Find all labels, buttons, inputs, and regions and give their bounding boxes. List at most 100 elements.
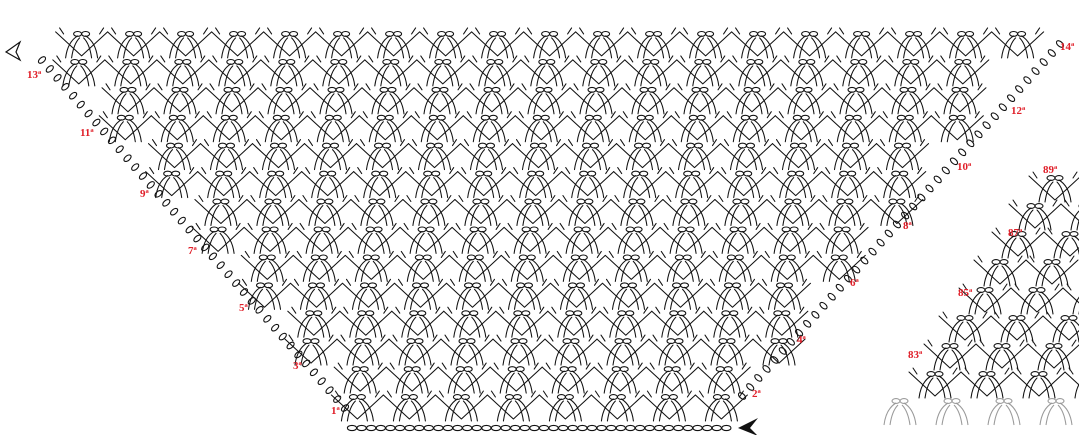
fan-motif — [773, 140, 825, 170]
fan-motif — [961, 368, 1013, 398]
fan-motif — [937, 56, 989, 86]
fan-motif — [99, 112, 151, 142]
fan-motif — [389, 335, 441, 365]
row-label-10: 10ª — [957, 161, 972, 173]
fan-motif — [721, 140, 773, 170]
row-label-7: 7ª — [188, 245, 198, 257]
fan-motif — [778, 84, 830, 114]
fan-motif — [551, 279, 603, 309]
fan-motif — [830, 84, 882, 114]
fan-motif — [770, 168, 822, 198]
start-arrow-icon — [738, 418, 758, 435]
fan-motif — [976, 340, 1028, 370]
chain-stitch — [616, 425, 625, 430]
fan-motif — [726, 84, 778, 114]
fan-motif — [573, 56, 625, 86]
fan-motif — [608, 223, 660, 253]
fan-motif — [556, 223, 608, 253]
fan-motif — [628, 28, 680, 58]
fan-motif — [646, 363, 698, 393]
fan-motif — [313, 56, 365, 86]
fan-motif — [463, 112, 515, 142]
fan-motif — [934, 84, 986, 114]
fan-motif — [759, 279, 811, 309]
fan-motif — [936, 399, 968, 425]
row-label-4: 4ª — [797, 334, 807, 346]
fan-motif — [698, 363, 750, 393]
fan-motif — [545, 335, 597, 365]
fan-motif — [472, 28, 524, 58]
chain-stitch — [482, 425, 491, 430]
fan-motif — [250, 168, 302, 198]
chain-stitch — [635, 425, 644, 430]
edge-chain — [908, 202, 918, 211]
chain-stitch — [597, 425, 606, 430]
edge-chain — [270, 323, 280, 332]
edge-chain — [317, 377, 327, 386]
fan-motif — [466, 84, 518, 114]
fan-motif — [712, 223, 764, 253]
fan-motif — [709, 251, 761, 281]
edge-chain — [332, 395, 342, 404]
chain-stitch — [559, 425, 568, 430]
fan-motif — [461, 140, 513, 170]
fan-motif — [827, 112, 879, 142]
fan-motif — [674, 84, 726, 114]
edge-chain — [990, 112, 1000, 121]
fan-motif — [643, 391, 695, 421]
row-label-85: 85ª — [958, 287, 973, 299]
fan-motif — [1011, 284, 1063, 314]
fan-motif — [420, 28, 472, 58]
fan-motif — [594, 363, 646, 393]
chain-stitch — [703, 425, 712, 430]
fan-motif — [565, 140, 617, 170]
fan-motif — [669, 140, 721, 170]
fan-motif — [663, 196, 715, 226]
fan-motif — [652, 307, 704, 337]
fan-motif — [614, 168, 666, 198]
edge-chain — [917, 193, 927, 202]
fan-motif — [1061, 200, 1079, 230]
fan-motif — [513, 140, 565, 170]
fan-motif — [567, 112, 619, 142]
edge-chain — [778, 346, 788, 355]
fan-motif — [767, 196, 819, 226]
edge-chain — [294, 350, 304, 359]
fan-motif — [781, 56, 833, 86]
edge-chain — [1047, 48, 1057, 57]
fan-motif — [206, 84, 258, 114]
fan-motif — [1029, 172, 1079, 202]
fan-motif — [649, 335, 701, 365]
fan-motif — [438, 363, 490, 393]
fan-motif — [732, 28, 784, 58]
chain-stitch — [357, 425, 366, 430]
fan-motif — [619, 112, 671, 142]
fan-motif — [988, 399, 1020, 425]
fan-motif — [655, 279, 707, 309]
fan-motif — [715, 196, 767, 226]
edge-chain — [868, 247, 878, 256]
fan-motif — [909, 368, 961, 398]
chain-stitch — [645, 425, 654, 430]
fan-motif — [469, 56, 521, 86]
fan-motif — [403, 196, 455, 226]
fan-motif — [617, 140, 669, 170]
fan-motif — [441, 335, 493, 365]
edge-chain — [37, 55, 47, 64]
fan-motif — [559, 196, 611, 226]
fan-motif — [1026, 256, 1078, 286]
fan-motif — [348, 223, 400, 253]
chain-stitch — [530, 425, 539, 430]
fan-motif — [600, 307, 652, 337]
fan-motif — [255, 112, 307, 142]
fan-motif — [524, 28, 576, 58]
edge-chain — [123, 154, 133, 163]
chain-stitch — [655, 425, 664, 430]
fan-motif — [406, 168, 458, 198]
edge-chain — [99, 127, 109, 136]
fan-motif — [383, 391, 435, 421]
fan-motif — [56, 28, 108, 58]
fan-motif — [417, 56, 469, 86]
fan-motif — [884, 399, 916, 425]
row-label-87: 87ª — [1008, 227, 1023, 239]
